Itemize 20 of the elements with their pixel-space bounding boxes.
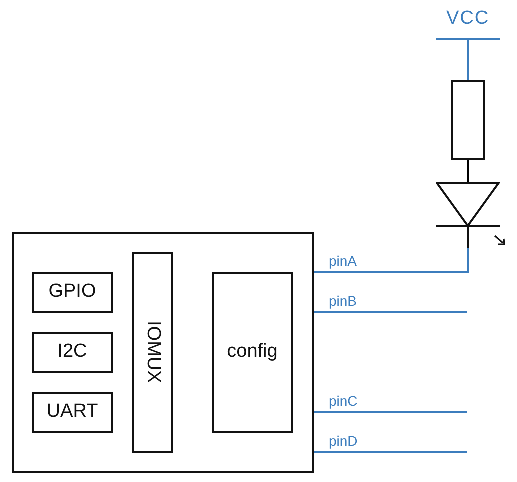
- led-symbol: [436, 182, 500, 248]
- pin-label: pinC: [328, 393, 359, 409]
- power-rail: [436, 8, 500, 40]
- pin-label: pinB: [328, 293, 358, 309]
- mux-box: IOMUX: [132, 252, 173, 453]
- module-box: UART: [32, 392, 113, 433]
- wire: [467, 40, 469, 80]
- pin-label: pinD: [328, 433, 359, 449]
- wire: [314, 411, 467, 413]
- chip-box: [12, 232, 314, 473]
- module-box: config: [212, 272, 293, 433]
- resistor-symbol: [451, 80, 485, 160]
- pin-label: pinA: [328, 253, 358, 269]
- module-box: GPIO: [32, 272, 113, 313]
- wire: [314, 451, 467, 453]
- wire: [467, 160, 469, 182]
- wire: [314, 311, 467, 313]
- wire: [314, 248, 469, 273]
- module-box: I2C: [32, 332, 113, 373]
- supply-label: VCC: [446, 8, 490, 30]
